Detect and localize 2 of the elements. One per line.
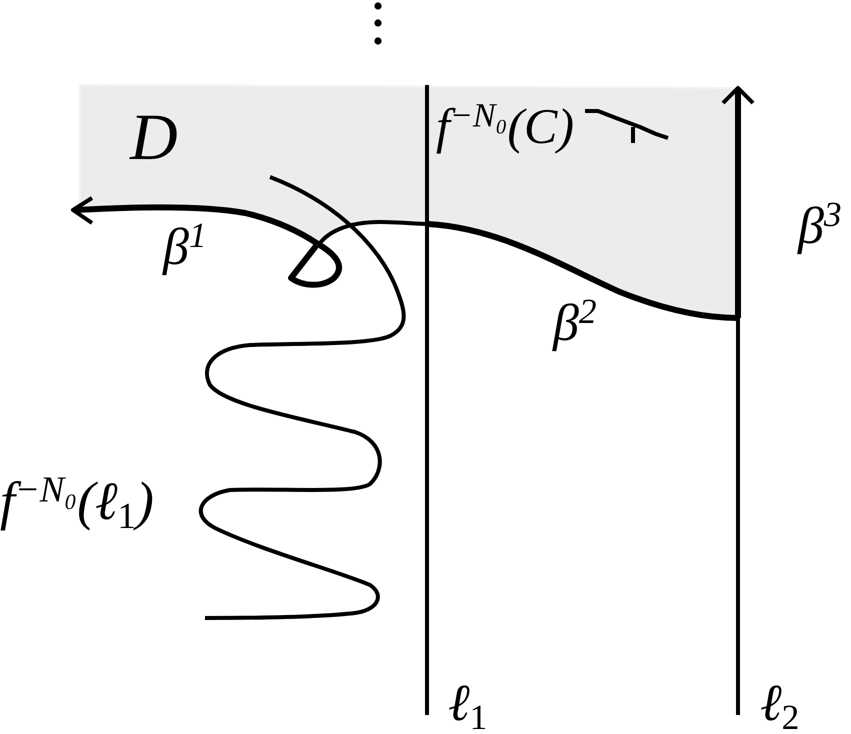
- line-label: ℓ$_{2}$: [760, 678, 800, 730]
- curve-label: β$^{3}$: [798, 201, 842, 253]
